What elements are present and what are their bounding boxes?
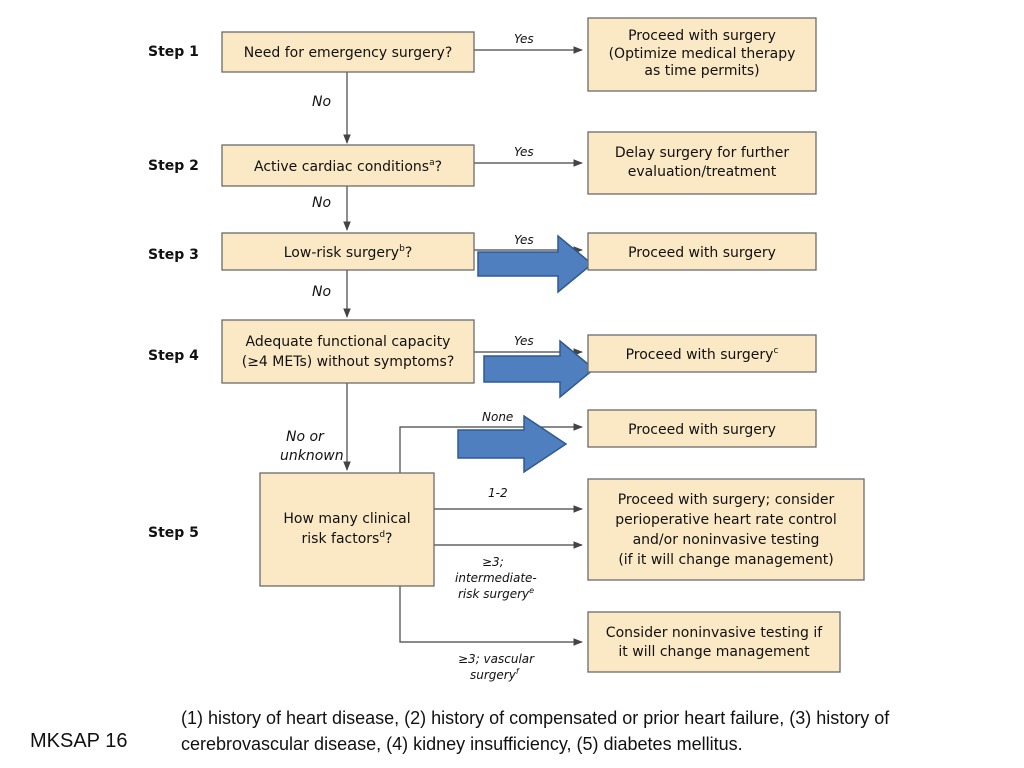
question-risk-factors-line2: risk factorsd? bbox=[302, 530, 393, 547]
label-ge3-intermediate-line1: ≥3; bbox=[482, 555, 504, 569]
question-functional-capacity-box bbox=[221, 319, 475, 384]
label-ge3-intermediate-line3: risk surgerye bbox=[458, 586, 534, 601]
outcome-proceed-optimize-box bbox=[587, 17, 817, 92]
outcome-proceed-consider-box bbox=[587, 478, 865, 581]
label-no-step1: No bbox=[312, 94, 331, 110]
source-label: MKSAP 16 bbox=[30, 730, 128, 752]
label-yes-step2: Yes bbox=[514, 145, 534, 159]
highlight-arrow-step3 bbox=[477, 234, 594, 294]
outcome-proceed-step3-box bbox=[587, 232, 817, 271]
highlight-arrow-step4 bbox=[483, 339, 596, 399]
question-functional-capacity-line1: Adequate functional capacity bbox=[246, 334, 451, 350]
step-3-label: Step 3 bbox=[148, 247, 199, 263]
label-no-step2: No bbox=[312, 195, 331, 211]
outcome-delay-surgery-box bbox=[587, 131, 817, 195]
question-emergency-surgery-box bbox=[221, 31, 475, 73]
outcome-proceed-consider-line4: (if it will change management) bbox=[618, 552, 833, 568]
outcome-proceed-consider-line2: perioperative heart rate control bbox=[615, 512, 836, 528]
outcome-noninvasive-testing-line1: Consider noninvasive testing if bbox=[606, 625, 823, 641]
outcome-proceed-optimize-line2: (Optimize medical therapy bbox=[609, 46, 796, 62]
outcome-proceed-consider-line3: and/or noninvasive testing bbox=[633, 532, 820, 548]
arrow-q5-ge3-vascular bbox=[399, 586, 583, 646]
step-2-label: Step 2 bbox=[148, 158, 199, 174]
outcome-proceed-step3: Proceed with surgery bbox=[628, 245, 776, 261]
question-active-cardiac-box bbox=[221, 144, 475, 187]
outcome-proceed-none: Proceed with surgery bbox=[628, 422, 776, 438]
outcome-proceed-none-box bbox=[587, 409, 817, 448]
question-risk-factors-line1: How many clinical bbox=[283, 511, 410, 527]
label-yes-step1: Yes bbox=[514, 32, 534, 46]
label-yes-step4: Yes bbox=[514, 334, 534, 348]
question-functional-capacity-line2: (≥4 METs) without symptoms? bbox=[242, 354, 455, 370]
step-4-label: Step 4 bbox=[148, 348, 199, 364]
outcome-proceed-consider-line1: Proceed with surgery; consider bbox=[618, 492, 835, 508]
step-1-label: Step 1 bbox=[148, 44, 199, 60]
risk-factor-footnote: (1) history of heart disease, (2) histor… bbox=[181, 708, 890, 754]
label-ge3-vascular-line1: ≥3; vascular bbox=[458, 652, 535, 666]
question-active-cardiac: Active cardiac conditionsa? bbox=[254, 158, 442, 175]
label-ge3-intermediate-line2: intermediate- bbox=[455, 571, 537, 585]
label-yes-step3: Yes bbox=[514, 233, 534, 247]
question-risk-factors-box bbox=[259, 472, 435, 587]
outcome-delay-surgery-line1: Delay surgery for further bbox=[615, 145, 789, 161]
label-none: None bbox=[482, 410, 513, 424]
label-no-step3: No bbox=[312, 284, 331, 300]
label-one-two: 1-2 bbox=[488, 486, 508, 500]
label-ge3-vascular-line2: surgeryf bbox=[470, 667, 520, 682]
outcome-proceed-optimize-line3: as time permits) bbox=[644, 63, 759, 79]
arrow-q5-none bbox=[399, 423, 583, 473]
outcome-proceed-optimize-line1: Proceed with surgery bbox=[628, 28, 776, 44]
label-no-or: No or bbox=[286, 429, 325, 445]
highlight-arrow-step5 bbox=[457, 414, 568, 474]
outcome-delay-surgery-line2: evaluation/treatment bbox=[628, 164, 777, 180]
step-5-label: Step 5 bbox=[148, 525, 199, 541]
question-emergency-surgery: Need for emergency surgery? bbox=[244, 45, 453, 61]
outcome-noninvasive-testing-box bbox=[587, 611, 841, 673]
outcome-proceed-step4-box bbox=[587, 334, 817, 373]
outcome-proceed-step4: Proceed with surgeryc bbox=[626, 346, 779, 363]
question-low-risk-box bbox=[221, 232, 475, 271]
question-low-risk: Low-risk surgeryb? bbox=[284, 244, 413, 261]
label-unknown: unknown bbox=[280, 448, 344, 464]
outcome-noninvasive-testing-line2: it will change management bbox=[618, 644, 810, 660]
flowchart: Step 1 Step 2 Step 3 Step 4 Step 5 Need … bbox=[148, 17, 865, 682]
